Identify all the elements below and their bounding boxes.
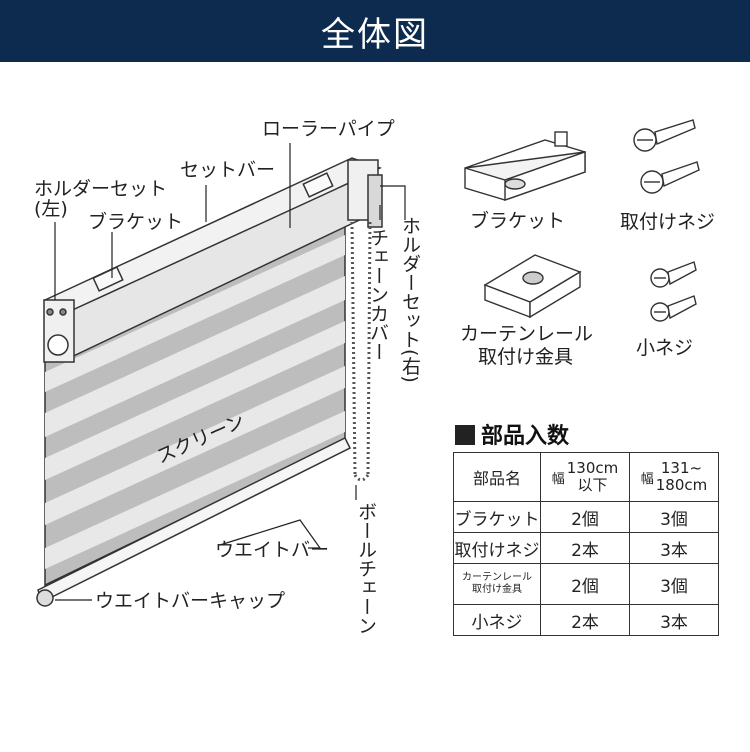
table-row: 小ネジ 2本 3本 — [453, 604, 719, 636]
weight-bar-cap — [36, 589, 54, 607]
table-row: 取付けネジ 2本 3本 — [453, 532, 719, 564]
icon-label-mounting-screw: 取付けネジ — [620, 211, 715, 233]
screen-stripe — [45, 411, 345, 569]
bracket-part — [92, 266, 124, 292]
ball-chain — [350, 221, 372, 482]
label-set-bar: セットバー — [180, 159, 275, 181]
table-row: ブラケット 2個 3個 — [453, 501, 719, 533]
screw-icon — [633, 119, 700, 194]
label-holder-right: ホルダーセット(右) — [399, 216, 421, 383]
chain-cover — [367, 174, 383, 228]
table-row: カーテンレール取付け金具 2個 3個 — [453, 563, 719, 605]
label-ball-chain: ボールチェーン — [355, 502, 377, 635]
bracket-icon — [464, 131, 586, 201]
label-holder-left-2: (左) — [34, 198, 68, 220]
page-title: 全体図 — [321, 14, 429, 55]
screen-stripe — [45, 366, 345, 525]
label-weight-bar-cap: ウエイトバーキャップ — [95, 590, 285, 612]
icon-label-small-screw: 小ネジ — [636, 337, 693, 359]
screen-stripe — [45, 235, 345, 392]
parts-table-title: 部品入数 — [455, 418, 569, 450]
icon-label-curtain-rail-1: カーテンレール — [460, 323, 593, 345]
rail-fitting-icon — [483, 254, 582, 319]
header-col2: 幅 131~180cm — [629, 452, 719, 502]
title-banner: 全体図 — [0, 0, 750, 62]
icon-label-curtain-rail-2: 取付け金具 — [478, 346, 573, 368]
screen-stripe — [45, 276, 345, 437]
label-weight-bar: ウエイトバー — [215, 539, 329, 561]
label-holder-left-1: ホルダーセット — [34, 178, 167, 200]
small-screw-icon — [650, 261, 697, 322]
blind-illustration — [36, 157, 383, 607]
label-roller-pipe: ローラーパイプ — [262, 118, 395, 140]
label-bracket: ブラケット — [88, 210, 183, 233]
screen-stripe — [45, 321, 345, 480]
bracket-part — [302, 172, 334, 198]
icon-label-bracket: ブラケット — [470, 209, 565, 232]
header-name: 部品名 — [453, 452, 541, 502]
leader-lines — [54, 143, 406, 601]
square-bullet-icon — [455, 425, 475, 445]
label-chain-cover: チェーンカバー — [367, 228, 389, 361]
